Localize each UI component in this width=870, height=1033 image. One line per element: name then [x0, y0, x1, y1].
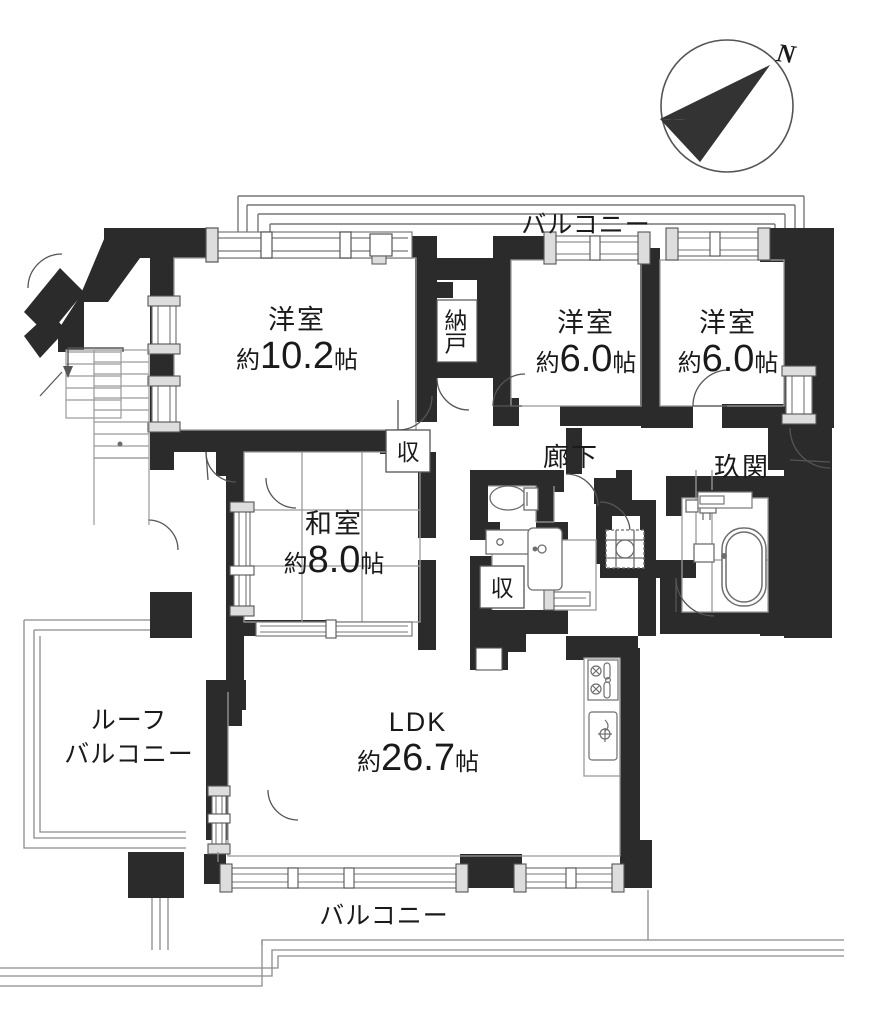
staircase	[39, 347, 150, 525]
wash-basin-fixture	[485, 529, 531, 555]
room-label-corridor: 廊下	[542, 442, 600, 473]
compass-rose	[660, 39, 794, 173]
room-size-western-6b: 約6.0帖	[677, 337, 779, 380]
bathtub-fixture	[721, 527, 767, 607]
room-name-western-10: 洋室	[268, 305, 326, 336]
nando-line1: 納	[444, 307, 468, 334]
room-label-ldk: LDK 約26.7帖	[357, 708, 479, 778]
closet-label-lower: 収	[490, 574, 514, 601]
room-label-entrance: 玖関	[713, 452, 771, 483]
roof-balcony-line1: ルーフ	[90, 706, 168, 735]
entrance-cabinet	[697, 491, 753, 509]
room-label-japanese-8: 和室 約8.0帖	[284, 510, 385, 580]
room-label-western-6a: 洋室 約6.0帖	[536, 309, 637, 379]
nando-line2: 戸	[444, 331, 468, 357]
stove-fixture	[587, 659, 619, 701]
room-label-western-10: 洋室 約10.2帖	[236, 306, 358, 376]
duct-shafts	[128, 592, 508, 950]
roof-balcony-line2: バルコニー	[64, 740, 194, 768]
washing-machine-space	[605, 529, 645, 569]
interior-outlines	[173, 257, 785, 857]
room-label-nando: 納 戸	[444, 307, 468, 357]
balcony-label-bottom: バルコニー	[319, 901, 449, 930]
room-name-western-6b: 洋室	[698, 308, 757, 339]
room-size-western-6a: 約6.0帖	[535, 337, 637, 380]
room-name-ldk: LDK	[388, 707, 448, 738]
toilet-fixture	[489, 485, 539, 511]
windows-sashes	[147, 227, 817, 893]
closet-label-upper: 収	[396, 438, 420, 465]
room-label-western-6b: 洋室 約6.0帖	[678, 309, 779, 379]
room-size-western-10: 約10.2帖	[236, 334, 358, 377]
kitchen-sink-fixture	[588, 711, 618, 761]
room-name-western-6a: 洋室	[556, 308, 615, 339]
roof-balcony-outline	[23, 619, 186, 849]
roof-balcony-label: ルーフ バルコニー	[64, 704, 194, 772]
balcony-bottom-outline	[0, 852, 844, 987]
doors	[27, 253, 831, 821]
closet-boxes	[385, 299, 525, 609]
room-size-japanese-8: 約8.0帖	[283, 538, 385, 581]
compass-north-label: N	[774, 38, 798, 70]
vanity-sink-fixture	[527, 527, 563, 591]
room-size-ldk: 約26.7帖	[357, 736, 479, 779]
balcony-label-top: バルコニー	[521, 210, 651, 239]
room-name-japanese-8: 和室	[304, 509, 363, 540]
